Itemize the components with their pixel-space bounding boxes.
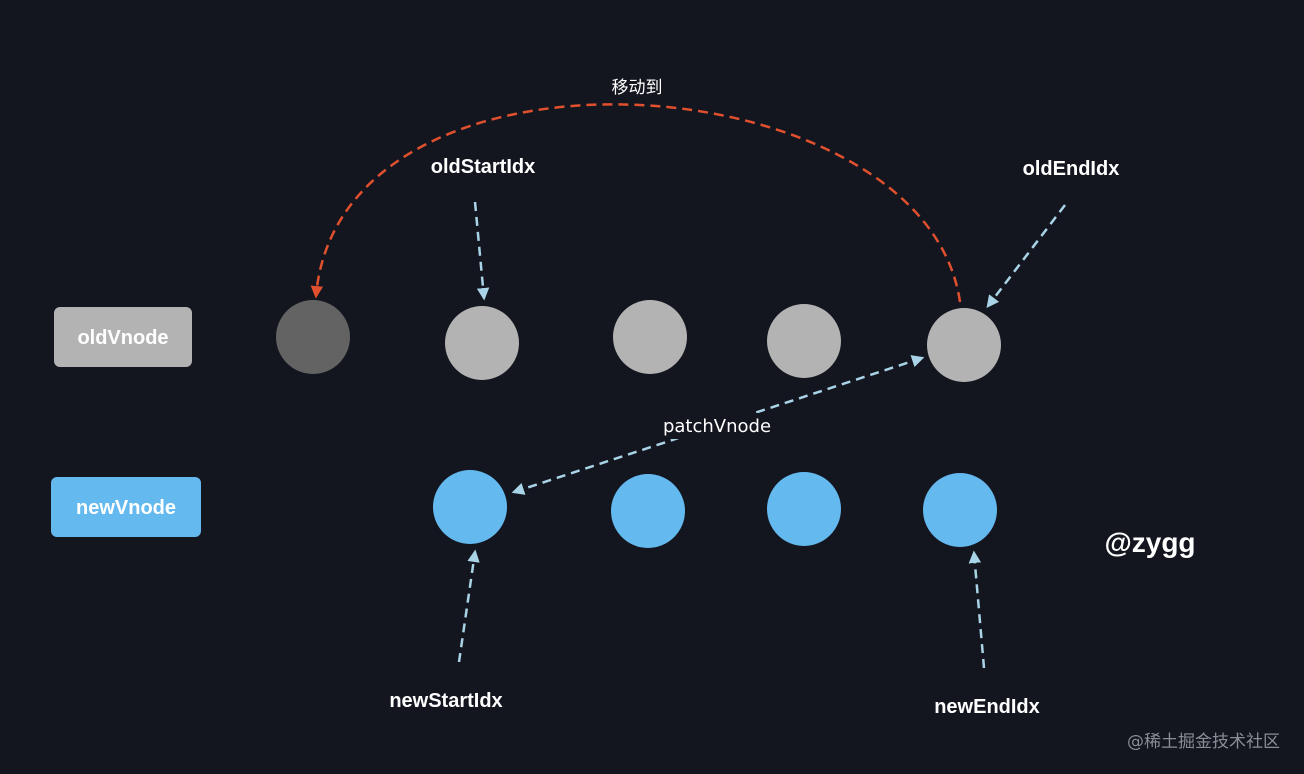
watermark: @稀土掘金技术社区 <box>1127 732 1280 752</box>
old-node-3 <box>767 304 841 378</box>
move-to-arrow <box>310 103 962 303</box>
new-end-idx-arrow <box>968 550 986 669</box>
old-start-idx-arrow <box>473 201 490 301</box>
new-end-idx-label: newEndIdx <box>934 696 1040 718</box>
new-vnode-box: newVnode <box>51 477 201 537</box>
old-start-idx-label: oldStartIdx <box>431 156 535 178</box>
new-start-idx-label: newStartIdx <box>389 690 502 712</box>
move-to-label-bg <box>600 74 674 100</box>
old-vnode-label: oldVnode <box>77 327 168 349</box>
patch-vnode-label-bg <box>650 413 784 439</box>
new-node-1 <box>433 470 507 544</box>
old-end-idx-arrow <box>986 204 1066 308</box>
new-node-4 <box>923 473 997 547</box>
new-node-2 <box>611 474 685 548</box>
author-tag: @zygg <box>1104 527 1195 558</box>
old-node-1 <box>445 306 519 380</box>
new-vnode-box-bg <box>51 477 201 537</box>
old-node-moved <box>276 300 350 374</box>
old-node-4 <box>927 308 1001 382</box>
move-to-label: 移动到 <box>612 78 663 98</box>
old-vnode-box: oldVnode <box>54 307 192 367</box>
new-vnode-label: newVnode <box>76 497 176 519</box>
old-end-idx-label: oldEndIdx <box>1023 158 1120 180</box>
new-start-idx-arrow <box>457 549 480 663</box>
old-node-2 <box>613 300 687 374</box>
old-vnode-box-bg <box>54 307 192 367</box>
new-node-3 <box>767 472 841 546</box>
patch-vnode-label: patchVnode <box>663 416 771 437</box>
